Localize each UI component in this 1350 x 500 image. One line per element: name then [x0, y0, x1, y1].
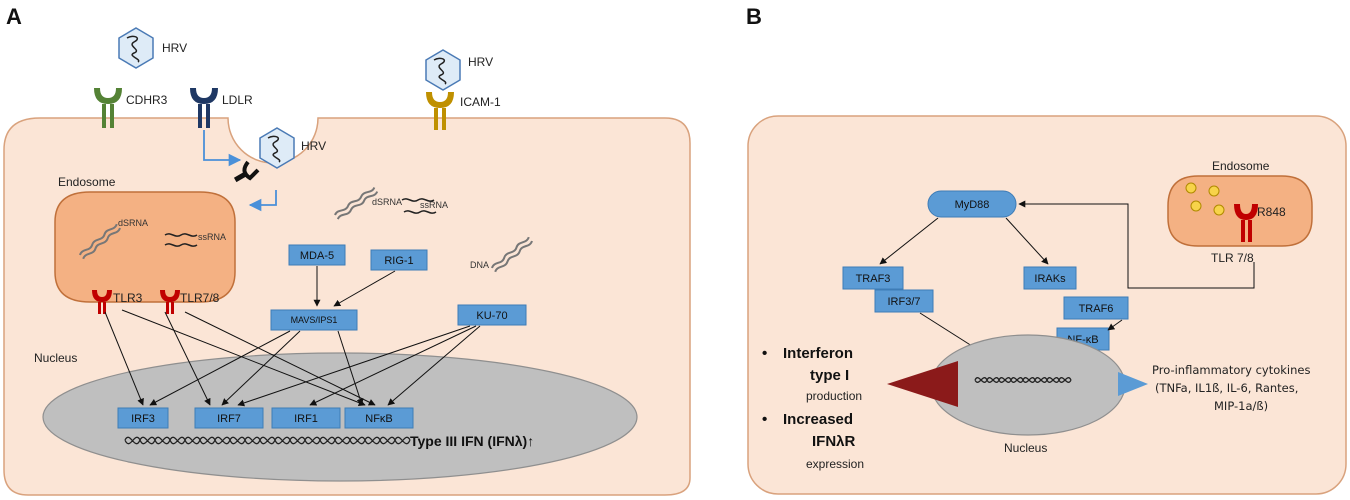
tlr3-label: TLR3 — [113, 291, 143, 305]
irf37-label: IRF3/7 — [887, 296, 920, 308]
traf6-box — [1063, 296, 1129, 320]
icam1-receptor-icon — [426, 92, 454, 130]
myd88-label: MyD88 — [955, 199, 990, 211]
panel-b-endosome-label: Endosome — [1212, 159, 1270, 173]
cytokine-output-wedge — [1118, 372, 1148, 396]
bullet1-line2: type I — [810, 367, 849, 384]
endocytosis-arrow — [248, 190, 277, 212]
r848-label: R848 — [1257, 205, 1286, 219]
ssrna-endosome-icon — [164, 233, 198, 247]
irf37-box — [874, 289, 934, 313]
mavs-box — [270, 309, 358, 331]
cdhr3-label: CDHR3 — [126, 93, 168, 107]
ssrna-endosome-label: ssRNA — [198, 232, 226, 242]
dsrna-endosome-label: dSRNA — [118, 218, 148, 228]
panel-a-letter: A — [6, 4, 22, 29]
irf7-box — [194, 407, 264, 429]
panel-b-tlr78-receptor-icon — [1234, 204, 1258, 242]
internalized-receptor-icon — [233, 160, 260, 183]
nfkb-label: NFκB — [365, 413, 393, 425]
mda5-box — [288, 244, 346, 266]
bullet-dot: • — [762, 345, 767, 362]
irf3-box — [117, 407, 169, 429]
dna-label: DNA — [470, 260, 489, 270]
cytokines-line1: Pro-inflammatory cytokines — [1152, 363, 1310, 377]
panel-a-dna-strand — [124, 436, 411, 445]
cytokines-line3: MIP-1a/ß) — [1214, 399, 1268, 413]
panel-b-tlr78-label: TLR 7/8 — [1211, 251, 1254, 265]
hrv-label: HRV — [468, 55, 493, 69]
mda5-label: MDA-5 — [300, 250, 334, 262]
bullet2-line2: IFNλR — [812, 433, 856, 450]
rig1-box — [370, 249, 428, 271]
rig1-label: RIG-1 — [384, 255, 413, 267]
traf3-box — [842, 266, 904, 290]
traf6-label: TRAF6 — [1079, 303, 1114, 315]
traf3-label: TRAF3 — [856, 273, 891, 285]
ldlr-receptor-icon — [190, 88, 218, 128]
bullet2-line1: Increased — [783, 411, 853, 428]
panel-b-nucleus — [930, 334, 1126, 436]
ssrna-cytoplasm-icon — [401, 198, 437, 214]
panel-b-nucleus-label: Nucleus — [1004, 441, 1047, 455]
myd88-box — [927, 190, 1017, 218]
r848-molecule-icon — [1185, 182, 1225, 216]
type3-ifn-label: Type III IFN (IFNλ)↑ — [410, 433, 534, 449]
irf1-box — [271, 407, 341, 429]
panel-a-endosome-label: Endosome — [58, 175, 116, 189]
irf1-label: IRF1 — [294, 413, 318, 425]
iraks-label: IRAKs — [1034, 273, 1066, 285]
hrv-label: HRV — [301, 139, 326, 153]
tlr3-receptor-icon — [92, 290, 112, 314]
cytokines-line2: (TNFa, IL1ß, IL-6, Rantes, — [1155, 381, 1298, 395]
panel-b-dna-strand — [974, 377, 1072, 383]
mavs-label: MAVS/IPS1 — [291, 315, 338, 325]
panel-a-nucleus-label: Nucleus — [34, 351, 77, 365]
tlr78-label: TLR7/8 — [180, 291, 220, 305]
panel-a-endosome — [54, 191, 236, 303]
hrv-virus-icon — [425, 49, 461, 91]
icam1-label: ICAM-1 — [460, 95, 501, 109]
tlr78-receptor-icon — [160, 290, 180, 314]
hrv-label: HRV — [162, 41, 187, 55]
ku70-label: KU-70 — [476, 310, 507, 322]
dsrna-cytoplasm-label: dSRNA — [372, 197, 402, 207]
irf3-label: IRF3 — [131, 413, 155, 425]
bullet1-line1: Interferon — [783, 345, 853, 362]
hrv-virus-icon — [118, 27, 154, 69]
cdhr3-receptor-icon — [94, 88, 122, 128]
ssrna-cytoplasm-label: ssRNA — [420, 200, 448, 210]
iraks-box — [1023, 266, 1077, 290]
ku70-box — [457, 304, 527, 326]
bullet-dot: • — [762, 411, 767, 428]
panel-b-letter: B — [746, 4, 762, 29]
ldlr-label: LDLR — [222, 93, 253, 107]
nfkb-box — [344, 407, 414, 429]
bullet2-line3: expression — [806, 457, 864, 471]
interferon-output-wedge — [887, 361, 958, 407]
bullet1-line3: production — [806, 389, 862, 403]
irf7-label: IRF7 — [217, 413, 241, 425]
entry-arrow — [203, 130, 242, 167]
panel-a-arrows — [104, 266, 481, 407]
